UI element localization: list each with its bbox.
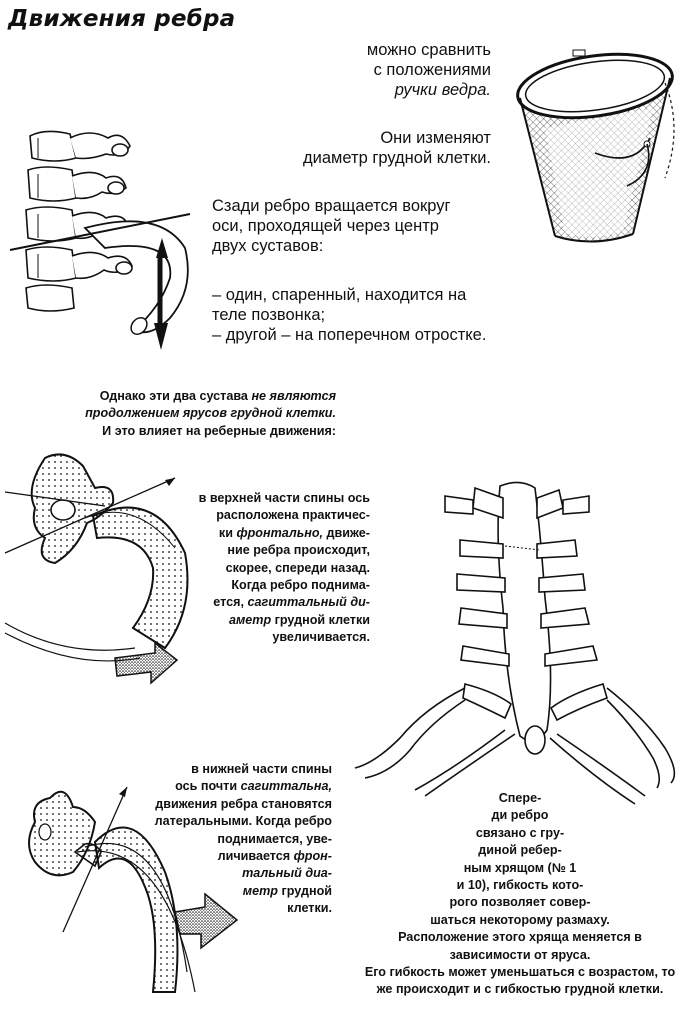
upper-line: увеличивается. <box>272 630 370 645</box>
front-line: ным хрящом (№ 1 <box>463 860 577 875</box>
intro-line: можно сравнить <box>366 41 491 59</box>
front-line: ди ребро <box>491 808 549 823</box>
front-line: Его гибкость может уменьшаться с возраст… <box>364 965 676 980</box>
joints-line: – один, спаренный, находится на <box>212 286 467 304</box>
however-line: продолжением ярусов грудной клетки. <box>85 406 336 421</box>
upper-text: в верхней части спины ось расположена пр… <box>170 490 370 647</box>
front-line: связано с гру- <box>475 825 565 840</box>
upper-line: Когда ребро поднима- <box>231 578 370 593</box>
front-line: рого позволяет совер- <box>449 895 591 910</box>
behind-line: Сзади ребро вращается вокруг <box>212 197 451 215</box>
front-line: диной ребер- <box>478 843 562 858</box>
upper-line: скорее, спереди назад. <box>225 560 370 575</box>
lower-text-part: сагиттальна, <box>240 779 332 794</box>
upper-text-part: движе- <box>326 525 370 540</box>
upper-text-part: фронтально, <box>236 525 324 540</box>
front-line: Расположение этого хряща меняется в <box>398 930 642 945</box>
upper-text-part: сагиттальный ди- <box>247 595 370 610</box>
lower-line: латеральными. Когда ребро <box>154 814 332 829</box>
however-text-a: Однако эти два сустава <box>99 389 248 403</box>
behind-line: оси, проходящей через центр <box>212 217 439 235</box>
however-text: Однако эти два сустава не являются продо… <box>60 388 336 440</box>
behind-text: Сзади ребро вращается вокруг оси, проход… <box>212 196 512 256</box>
upper-text-part: аметр <box>228 612 272 627</box>
lower-line: клетки. <box>287 901 332 916</box>
bucket-illustration <box>515 48 685 248</box>
however-line: И это влияет на реберные движения: <box>102 423 336 438</box>
front-line: Спере- <box>498 791 542 805</box>
front-line: зависимости от яруса. <box>449 947 591 962</box>
spine-rib-illustration <box>10 118 210 350</box>
change-line: диаметр грудной клетки. <box>303 149 491 167</box>
lower-text-part: личивается <box>217 849 291 864</box>
behind-line: двух суставов: <box>212 237 324 255</box>
lower-text: в нижней части спины ось почти сагитталь… <box>120 761 332 918</box>
intro-text: можно сравнить с положениями ручки ведра… <box>271 40 491 100</box>
upper-text-part: ки <box>218 525 233 540</box>
lower-rib-diagram <box>15 782 245 1007</box>
upper-text-part: ется, <box>213 595 244 610</box>
change-text: Они изменяют диаметр грудной клетки. <box>231 128 491 168</box>
upper-line: ние ребра происходит, <box>227 543 370 558</box>
lower-text-part: фрон- <box>293 849 332 864</box>
lower-line: тальный диа- <box>242 866 332 881</box>
lower-text-part: метр <box>242 883 278 898</box>
upper-rib-diagram <box>5 448 205 688</box>
front-line: шаться некоторому размаху. <box>430 912 610 927</box>
upper-text-part: грудной клетки <box>274 612 370 627</box>
intro-line: ручки ведра. <box>394 81 491 99</box>
intro-line: с положениями <box>373 61 491 79</box>
rib-cage-illustration <box>345 478 695 808</box>
front-line: и 10), гибкость кото- <box>456 878 584 893</box>
lower-text-part: ось почти <box>175 779 238 794</box>
change-line: Они изменяют <box>380 129 491 147</box>
joints-line: теле позвонка; <box>212 306 326 324</box>
upper-line: в верхней части спины ось <box>198 491 370 505</box>
lower-line: в нижней части спины <box>191 762 332 776</box>
page-title: Движения ребра <box>8 6 236 32</box>
joints-line: – другой – на поперечном отростке. <box>212 326 487 344</box>
lower-text-part: грудной <box>281 883 333 898</box>
lower-line: движения ребра становятся <box>155 796 332 811</box>
front-text: Спере- ди ребро связано с гру- диной реб… <box>350 790 690 999</box>
however-text-b: не являются <box>251 389 336 403</box>
front-line: же происходит и с гибкостью грудной клет… <box>376 982 664 997</box>
lower-line: поднимается, уве- <box>217 831 332 846</box>
upper-line: расположена практичес- <box>216 508 370 523</box>
joints-text: – один, спаренный, находится на теле поз… <box>212 285 532 345</box>
